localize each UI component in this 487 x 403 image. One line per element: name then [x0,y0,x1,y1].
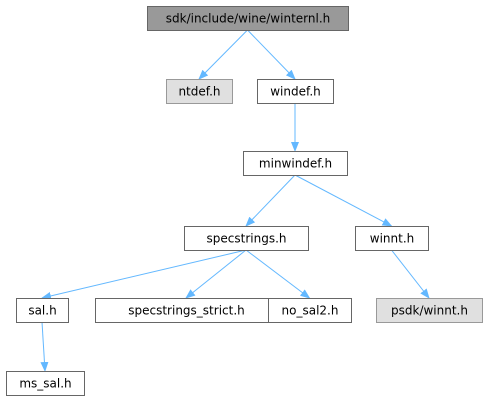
node-ntdef[interactable]: ntdef.h [166,79,233,104]
edge-winnt-to-psdk_winnt [391,249,430,299]
node-windef[interactable]: windef.h [257,79,334,104]
node-label: specstrings_strict.h [128,304,245,318]
node-box [268,298,352,323]
edge-sal-to-ms_sal [40,321,49,372]
node-sal[interactable]: sal.h [16,298,69,323]
node-label: specstrings.h [207,232,287,246]
node-winternl: sdk/include/wine/winternl.h [147,6,349,31]
node-box [6,371,85,396]
edge-minwindef-to-winnt [294,174,393,227]
node-label: no_sal2.h [282,304,339,318]
node-box [147,6,349,31]
node-box [184,226,309,251]
edges [40,29,430,372]
nodes: sdk/include/wine/winternl.h ntdef.h windef… [6,6,483,396]
node-specstrings-strict[interactable]: specstrings_strict.h [95,298,278,323]
edge-winternl-to-windef [247,29,296,80]
node-ms-sal[interactable]: ms_sal.h [6,371,85,396]
edge-specstrings-to-sal [41,249,247,300]
node-label: windef.h [270,85,321,99]
node-psdk-winnt[interactable]: psdk/winnt.h [376,298,483,323]
node-label: psdk/winnt.h [391,304,468,318]
node-no-sal2[interactable]: no_sal2.h [268,298,352,323]
node-label: ms_sal.h [19,377,71,391]
edge-specstrings-to-no_sal2 [245,249,311,299]
node-box [243,151,348,176]
edge-minwindef-to-specstrings [245,174,296,227]
node-label: sal.h [28,304,56,318]
node-label: minwindef.h [259,157,332,171]
node-box [166,79,233,104]
node-box [355,226,429,251]
node-label: sdk/include/wine/winternl.h [166,12,330,26]
edge-specstrings-to-specstrings_strict [185,249,247,299]
node-box [95,298,278,323]
node-label: winnt.h [370,232,414,246]
node-label: ntdef.h [178,85,220,99]
node-box [257,79,334,104]
edge-winternl-to-ntdef [198,29,248,80]
node-minwindef[interactable]: minwindef.h [243,151,348,176]
node-box [376,298,483,323]
node-specstrings[interactable]: specstrings.h [184,226,309,251]
node-box [16,298,69,323]
node-winnt[interactable]: winnt.h [355,226,429,251]
